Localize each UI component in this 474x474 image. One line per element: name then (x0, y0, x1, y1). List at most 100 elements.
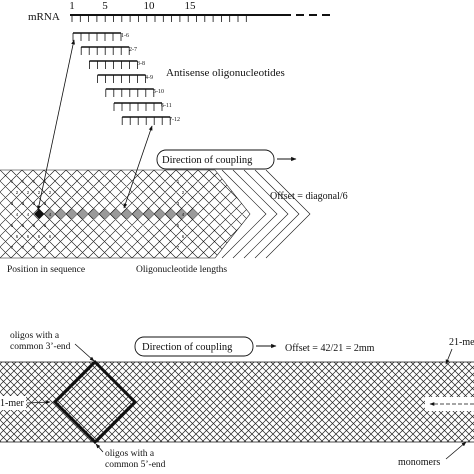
top-chevron (265, 169, 311, 259)
top-grey-diamond (154, 208, 166, 220)
lattice-cell-number: 1 (11, 179, 14, 184)
lattice-cell-number: 5 (33, 223, 36, 228)
lattice-cell-number: 4 (16, 212, 19, 217)
lattice-cell-number: 3 (177, 201, 180, 206)
lattice-cell-number: 3 (11, 201, 14, 206)
top-direction-box (156, 149, 275, 170)
top-chevron (232, 169, 278, 259)
mrna-tick-label: 1 (69, 0, 75, 12)
top-grey-diamond (132, 208, 144, 220)
top-direction-callout: Direction of coupling (156, 149, 297, 170)
position-arrow (37, 39, 75, 211)
lattice-cell-number: 2 (49, 190, 52, 195)
five-end-label-line2: common 5’-end (105, 460, 166, 470)
top-grey-diamond (176, 208, 188, 220)
lattice-cell-number: 6 (16, 234, 19, 239)
lattice-cell-number: 5 (44, 223, 47, 228)
top-chevron (243, 169, 289, 259)
top-grey-diamond (187, 208, 199, 220)
lattice-cell-number: 4 (38, 212, 41, 217)
top-grey-diamond (66, 208, 78, 220)
lattice-cell-number: 3 (44, 201, 47, 206)
lattice-cell-number: 5 (11, 223, 14, 228)
five-end-arrow (95, 443, 104, 453)
label-1mer: 1-mer (0, 398, 25, 409)
top-start-diamond (34, 209, 44, 219)
lattice-cell-number: 2 (182, 190, 185, 195)
five-end-label-line1: oligos with a (105, 449, 155, 459)
mrna-tick-label: 15 (185, 0, 197, 12)
oligo-range-label: 2-7 (129, 47, 137, 53)
top-chevrons (221, 169, 311, 259)
lattice-cell-number: 7 (44, 245, 47, 250)
lattice-cell-number: 7 (22, 245, 25, 250)
bottom-offset-label: Offset = 42/21 = 2mm (285, 343, 375, 354)
lattice-cell-number: 4 (49, 212, 52, 217)
length-arrow (123, 125, 153, 209)
top-offset-label: Offset = diagonal/6 (270, 191, 348, 202)
oligo-range-label: 1-6 (121, 33, 129, 39)
mrna-tick-label: 10 (144, 0, 156, 12)
lattice-cell-number: 2 (16, 190, 19, 195)
lattice-cell-number: 7 (177, 245, 180, 250)
lattice-cell-number: 6 (38, 234, 41, 239)
top-grey-diamond (55, 208, 67, 220)
monomers-arrow (445, 441, 467, 460)
monomers-label: monomers (398, 457, 440, 468)
lattice-cell-number: 7 (11, 245, 14, 250)
lattice-cell-number: 6 (49, 234, 52, 239)
monomers-label-bg (396, 454, 446, 468)
mrna-ticks (71, 15, 247, 22)
oligo-range-label: 6-11 (161, 103, 172, 109)
top-grey-diamond (77, 208, 89, 220)
lattice-cell-number: 4 (27, 212, 30, 217)
lattice-cell-number: 3 (33, 201, 36, 206)
lengths-label: Oligonucleotide lengths (136, 265, 227, 275)
oligo-range-label: 4-9 (145, 75, 153, 81)
top-grey-diamond (44, 208, 56, 220)
top-grey-diamond (88, 208, 100, 220)
three-end-label-line1: oligos with a (10, 331, 60, 341)
label-21mer-bg (446, 334, 474, 348)
lattice-cell-number: 1 (22, 179, 25, 184)
bottom-crosshatch-band (0, 362, 474, 442)
top-grey-diamond (99, 208, 111, 220)
mrna-section: mRNA 1 5 10 15 (28, 0, 330, 23)
lattice-cell-number: 1 (44, 179, 47, 184)
oligo-range-label: 3-8 (137, 61, 145, 67)
oligo-range-label: 5-10 (153, 89, 164, 95)
three-end-arrow (74, 343, 95, 362)
top-chevron (254, 169, 300, 259)
label-1mer-bg (0, 396, 26, 410)
lattice-cell-number: 5 (22, 223, 25, 228)
arrow-1mer (26, 400, 51, 405)
label-21mer: 21-me (449, 337, 474, 348)
lattice-cell-number: 7 (33, 245, 36, 250)
top-highlighted-row (34, 208, 199, 220)
bottom-direction-box (134, 336, 254, 357)
top-grey-diamond (143, 208, 155, 220)
common-end-diamond (52, 359, 138, 445)
top-grey-diamond (165, 208, 177, 220)
bottom-direction-callout: Direction of coupling (134, 336, 277, 357)
lattice-cell-number: 1 (177, 179, 180, 184)
arrow-21mer (445, 348, 453, 365)
lattice-cell-number: 2 (38, 190, 41, 195)
lattice-cell-number: 1 (33, 179, 36, 184)
top-chevron (221, 169, 267, 259)
three-end-label-line2: common 3’-end (10, 342, 71, 352)
lattice-cell-number: 3 (22, 201, 25, 206)
lattice-cell-number: 6 (182, 234, 185, 239)
oligo-range-label: 7-12 (169, 117, 180, 123)
oligos-title: Antisense oligonucleotides (166, 67, 285, 79)
top-direction-label: Direction of coupling (162, 155, 253, 166)
top-lattice-outline (0, 169, 251, 259)
top-grey-diamond (110, 208, 122, 220)
lattice-cell-number: 5 (177, 223, 180, 228)
lattice-cell-number: 2 (27, 190, 30, 195)
top-grey-diamond (121, 208, 133, 220)
position-label: Position in sequence (7, 265, 85, 275)
lattice-cell-number: 6 (27, 234, 30, 239)
